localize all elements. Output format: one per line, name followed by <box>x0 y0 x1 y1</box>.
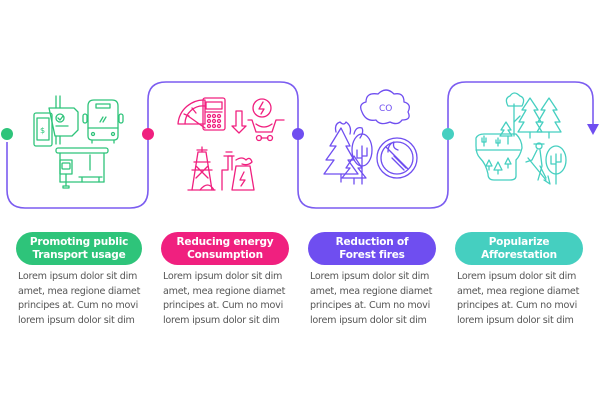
desc-line: Lorem ipsum dolor sit dim <box>457 271 577 282</box>
step-title-line: Consumption <box>187 248 263 261</box>
step-dot-3 <box>292 128 304 140</box>
step-description-1: Lorem ipsum dolor sit dim amet, mea regi… <box>18 270 158 328</box>
step-dot-4 <box>442 128 454 140</box>
desc-line: principes at. Cum no movi <box>310 300 430 311</box>
desc-line: principes at. Cum no movi <box>163 300 283 311</box>
step-title-pill-2: Reducing energy Consumption <box>161 232 289 265</box>
desc-line: amet, mea regione diamet <box>18 285 141 297</box>
step-dot-1 <box>1 128 13 140</box>
step-title-pill-3: Reduction of Forest fires <box>308 232 436 265</box>
desc-line: principes at. Cum no movi <box>457 300 577 311</box>
step-title-line: Promoting public <box>29 235 129 248</box>
afforestation-icon <box>475 92 567 185</box>
desc-line: Lorem ipsum dolor sit dim <box>18 271 138 282</box>
desc-line: Lorem ipsum dolor sit dim <box>310 271 430 282</box>
desc-line: lorem ipsum dolor sit dim <box>310 314 427 326</box>
energy-consumption-icon <box>177 97 285 191</box>
desc-line: lorem ipsum dolor sit dim <box>18 314 135 326</box>
step-dot-2 <box>142 128 154 140</box>
desc-line: lorem ipsum dolor sit dim <box>163 314 280 326</box>
arrow-down-icon <box>587 124 599 135</box>
svg-text:$: $ <box>40 126 45 135</box>
step-title-line: Transport usage <box>32 248 126 261</box>
step-title-line: Afforestation <box>481 248 557 261</box>
forest-fire-icon: CO <box>323 89 418 185</box>
step-title-pill-4: Popularize Afforestation <box>455 232 583 265</box>
step-title-line: Popularize <box>488 235 550 248</box>
step-description-4: Lorem ipsum dolor sit dim amet, mea regi… <box>457 270 597 328</box>
co-label: CO <box>379 104 392 114</box>
step-title-line: Reduction of <box>335 235 409 248</box>
step-description-3: Lorem ipsum dolor sit dim amet, mea regi… <box>310 270 450 328</box>
desc-line: principes at. Cum no movi <box>18 300 138 311</box>
step-title-line: Forest fires <box>339 248 405 261</box>
desc-line: Lorem ipsum dolor sit dim <box>163 271 283 282</box>
connector-line <box>6 81 594 209</box>
step-description-2: Lorem ipsum dolor sit dim amet, mea regi… <box>163 270 303 328</box>
desc-line: amet, mea regione diamet <box>163 285 286 297</box>
step-title-pill-1: Promoting public Transport usage <box>16 232 142 265</box>
step-title-line: Reducing energy <box>176 235 274 248</box>
public-transport-icon: $ <box>33 95 124 189</box>
desc-line: lorem ipsum dolor sit dim <box>457 314 574 326</box>
desc-line: amet, mea regione diamet <box>310 285 433 297</box>
desc-line: amet, mea regione diamet <box>457 285 580 297</box>
